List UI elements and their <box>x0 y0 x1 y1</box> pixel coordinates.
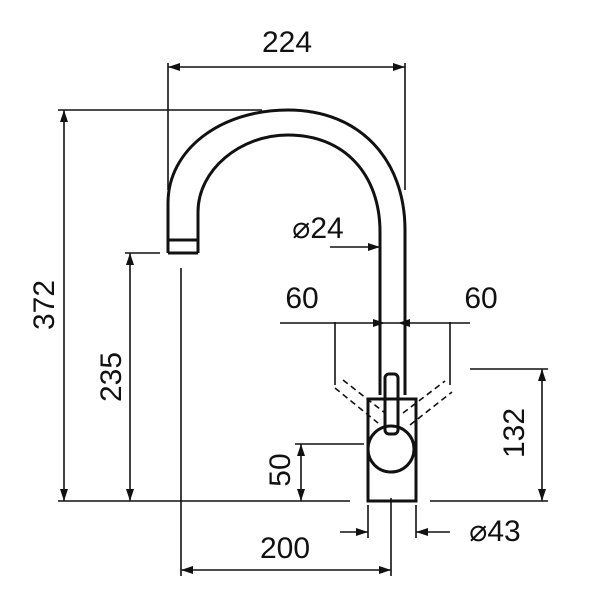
handle-right-label: 60 <box>464 282 497 315</box>
handle-knob <box>366 424 416 474</box>
base-diameter-label: ⌀43 <box>469 515 520 548</box>
dim-handle-height: 50 <box>264 443 364 501</box>
dim-body-height: 132 <box>430 368 548 502</box>
height-spout-label: 235 <box>95 352 128 402</box>
spout-diameter-label: ⌀24 <box>292 212 343 245</box>
spout-outer-curve <box>166 108 407 395</box>
faucet-outline <box>166 108 453 503</box>
handle-left-label: 60 <box>285 282 318 315</box>
handle-height-label: 50 <box>264 453 297 486</box>
faucet-body <box>366 397 418 503</box>
dim-handle-swing: 60 60 <box>280 282 498 385</box>
dim-height-spout: 235 <box>95 252 160 501</box>
spout-inner-curve <box>196 133 382 395</box>
dim-width-top: 224 <box>167 26 406 190</box>
handle-left-position <box>334 379 386 424</box>
dim-reach: 200 <box>180 268 392 576</box>
handle-right-position <box>402 380 453 426</box>
spout-tip <box>166 238 200 255</box>
dim-base-diameter: ⌀43 <box>340 505 521 548</box>
dim-spout-diameter: ⌀24 <box>292 212 380 251</box>
body-height-label: 132 <box>498 408 531 458</box>
reach-label: 200 <box>260 532 310 565</box>
width-top-label: 224 <box>262 26 312 59</box>
height-total-label: 372 <box>28 280 61 330</box>
handle-lever <box>383 372 400 436</box>
